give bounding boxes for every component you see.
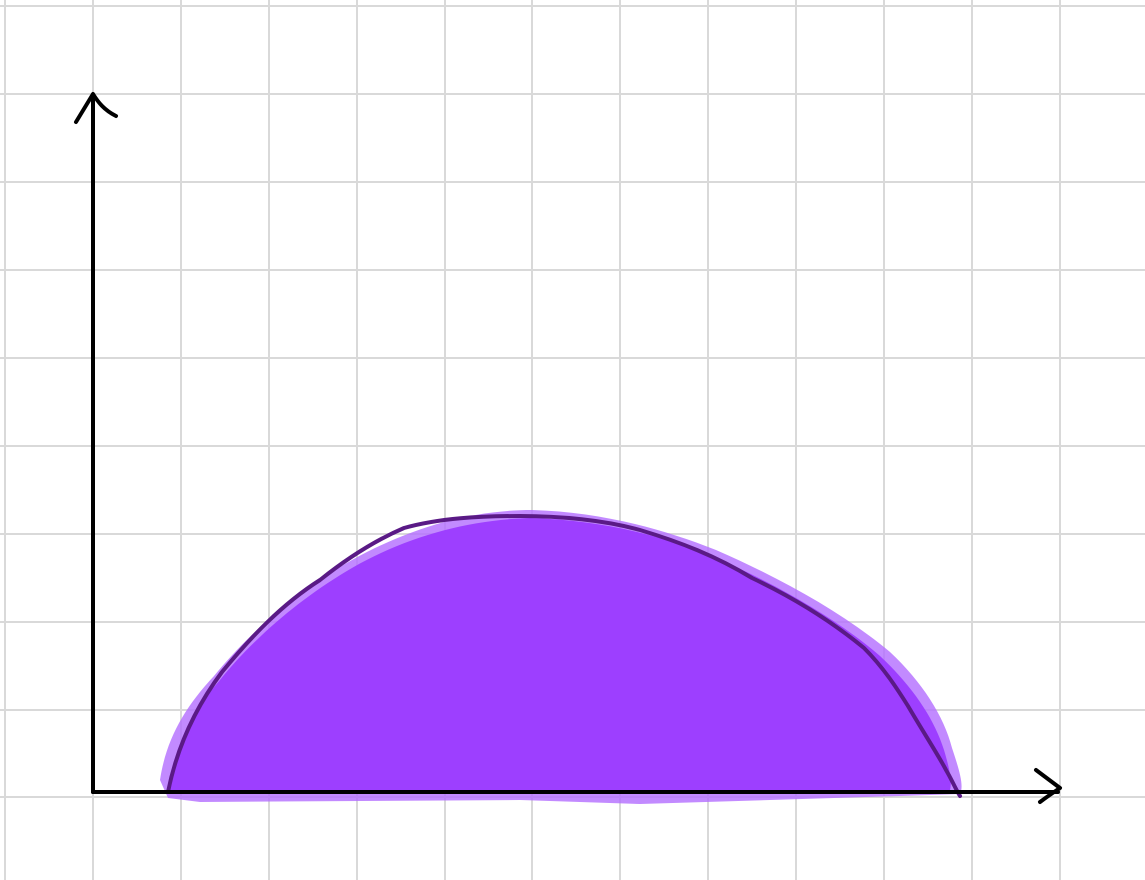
curve-region — [160, 510, 962, 804]
filled-area — [170, 518, 951, 790]
axes — [74, 92, 1062, 804]
y-axis-arrowhead — [74, 92, 118, 124]
x-axis-arrowhead — [1034, 768, 1062, 804]
curve-outline — [166, 514, 962, 798]
